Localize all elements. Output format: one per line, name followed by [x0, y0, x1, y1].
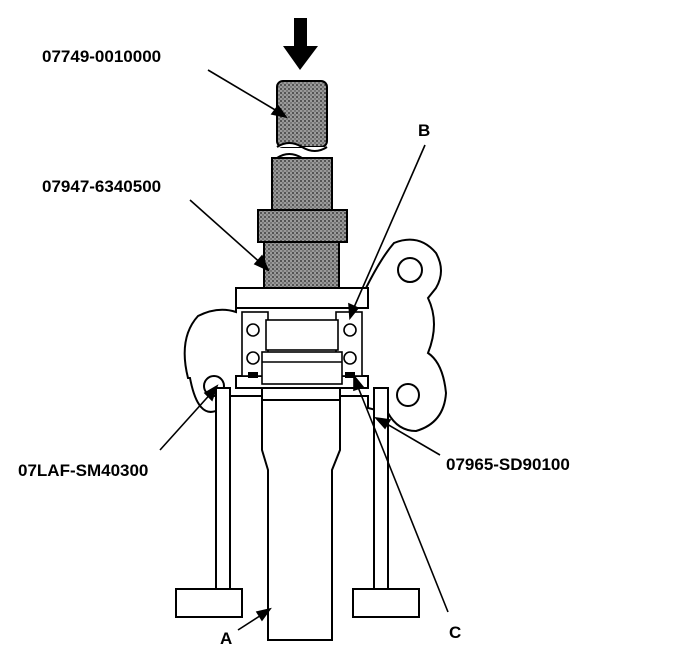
wheel-bearing: [241, 311, 363, 385]
handle-tool: [276, 80, 328, 163]
leader-lines: [159, 69, 449, 631]
part-number-support-base: 07965-SD90100: [446, 455, 570, 474]
callout-a: A: [220, 629, 232, 648]
callout-b: B: [418, 121, 430, 140]
callout-c: C: [449, 623, 461, 642]
part-number-driver: 07947-6340500: [42, 177, 161, 196]
driver-tool: [257, 157, 348, 291]
arrow-down-icon: [283, 18, 318, 70]
support-base-tool: [175, 387, 420, 618]
snap-ring: [248, 372, 355, 378]
part-number-handle: 07749-0010000: [42, 47, 161, 66]
press-stand-shaft: [261, 387, 341, 641]
part-number-attachment: 07LAF-SM40300: [18, 461, 148, 480]
